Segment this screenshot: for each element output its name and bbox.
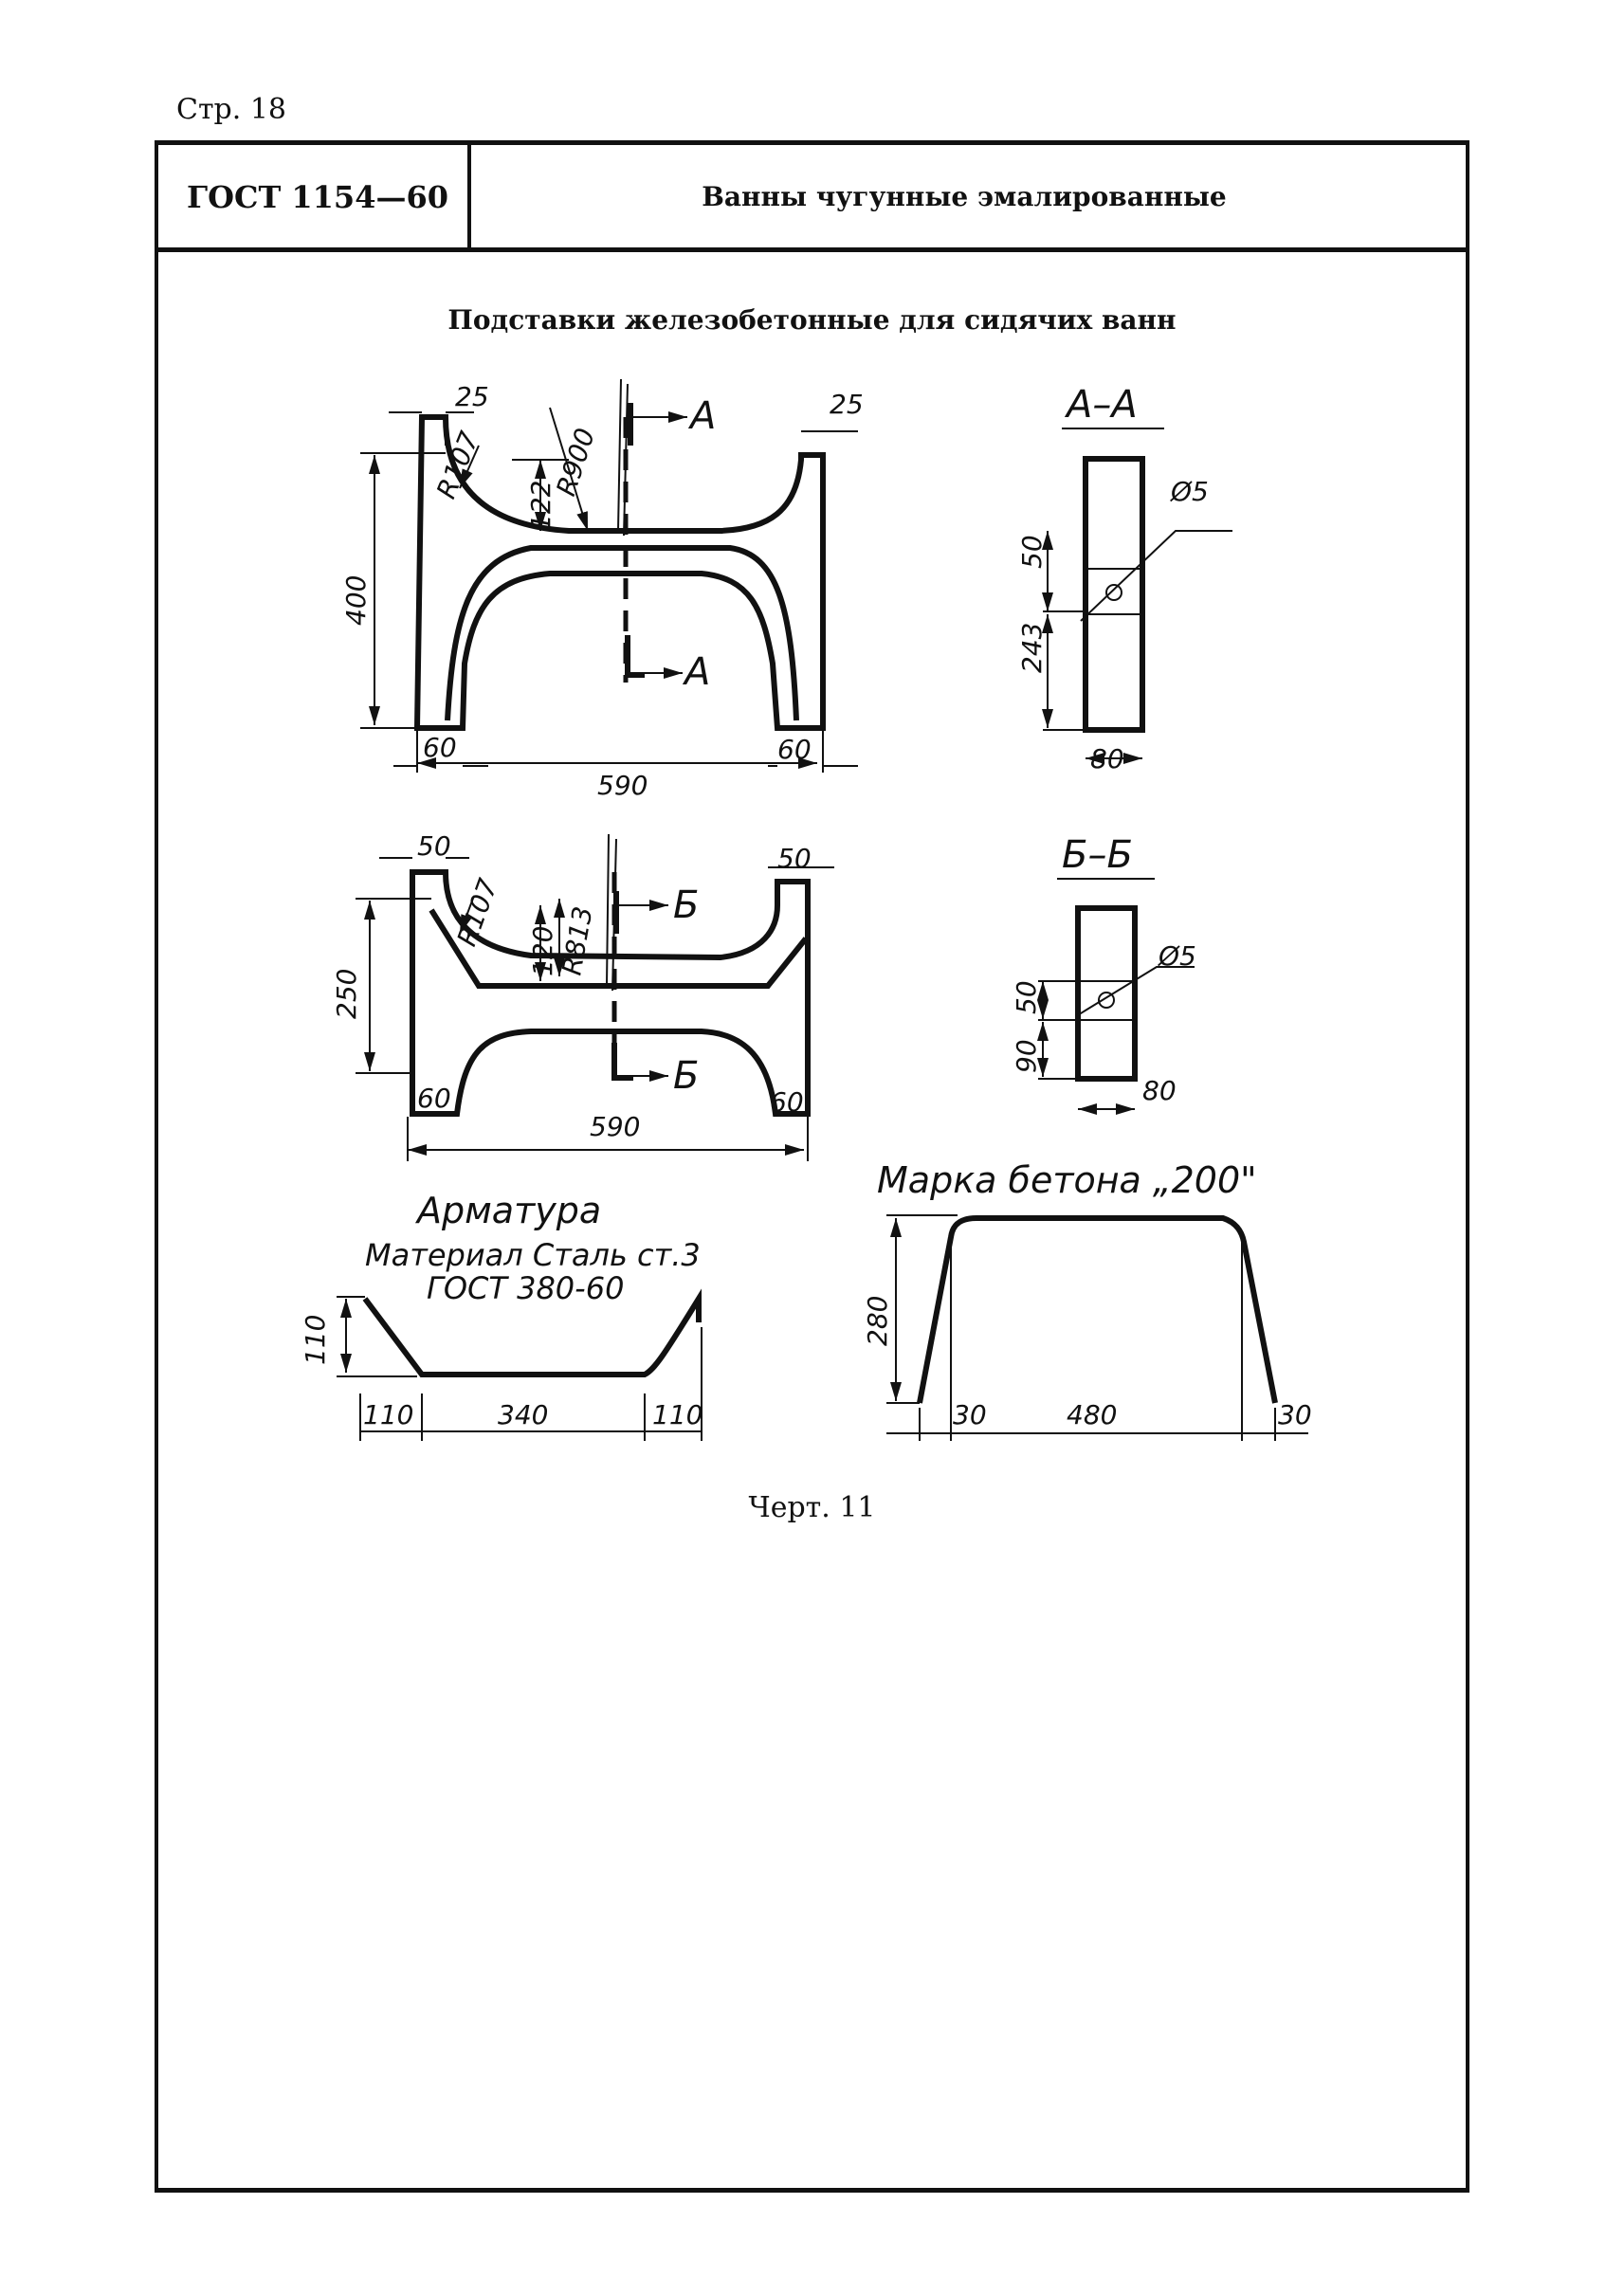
support-drawing-a: 25 R107 R900 A 25 122 400 A 60 60 590 (340, 378, 864, 801)
dim-label: 50 (1011, 980, 1042, 1014)
dim-label: 90 (1011, 1039, 1042, 1073)
concrete-title: Марка бетона „200" (877, 1159, 1257, 1201)
reinforcement-standard: ГОСТ 380-60 (427, 1270, 624, 1306)
dim-label: 110 (363, 1399, 413, 1430)
dim-label: Ø5 (1170, 476, 1209, 507)
section-marker: Б (673, 883, 699, 927)
support-drawing-b: 50 R107 Б 50 120 R813 250 Б 60 60 590 (331, 830, 834, 1161)
support-a-outline (413, 414, 826, 731)
dim-label: R107 (430, 427, 485, 502)
section-marker: A (687, 394, 716, 438)
dim-label: 400 (340, 575, 372, 626)
reinforcement-title: Арматура (414, 1190, 601, 1231)
dim-label: 80 (1142, 1075, 1177, 1106)
dim-label: 80 (1090, 743, 1124, 774)
dim-label: 590 (597, 770, 648, 801)
dim-label: 60 (777, 734, 812, 765)
header-divider (467, 145, 471, 249)
dim-label: 280 (862, 1296, 893, 1346)
section-label: А–А (1064, 383, 1138, 427)
dim-label: 30 (953, 1399, 987, 1430)
dim-label: 340 (498, 1399, 548, 1430)
dim-label: R813 (556, 904, 598, 978)
dim-label: Ø5 (1158, 940, 1196, 972)
dim-label: 30 (1278, 1399, 1312, 1430)
reinforcement-drawing: Арматура Материал Сталь ст.3 ГОСТ 380-60… (300, 1190, 703, 1441)
dim-label: 120 (527, 926, 558, 976)
dim-label: 590 (590, 1111, 640, 1142)
break-line (617, 378, 629, 537)
dim-label: 110 (652, 1399, 703, 1430)
dim-label: 110 (300, 1315, 331, 1365)
dim-label: 122 (525, 481, 557, 531)
concrete-drawing: Марка бетона „200" 280 30 480 30 (862, 1159, 1312, 1441)
dim-label: 25 (455, 381, 489, 412)
dim-label: 60 (770, 1086, 804, 1118)
dim-label: 480 (1067, 1399, 1117, 1430)
dim-label: 250 (331, 969, 362, 1019)
dim-label: 60 (423, 732, 457, 763)
dim-label: 50 (1016, 535, 1048, 569)
header: ГОСТ 1154—60 Ванны чугунные эмалированны… (158, 145, 1466, 252)
dim-label: 243 (1016, 623, 1048, 673)
support-a-arch (445, 545, 799, 721)
page-number: Стр. 18 (176, 93, 287, 126)
figure-caption: Черт. 11 (748, 1491, 876, 1524)
dim-label: 50 (417, 830, 451, 862)
dim-label: 60 (417, 1083, 451, 1114)
support-b-outline (410, 869, 811, 1117)
document-title: Ванны чугунные эмалированные (702, 181, 1227, 212)
section-a-rect (1083, 456, 1145, 733)
gost-code: ГОСТ 1154—60 (187, 179, 448, 215)
section-b-b: Б–Б Ø5 50 90 80 (1011, 833, 1196, 1115)
section-marker: A (682, 650, 710, 694)
dim-label: 25 (830, 389, 864, 420)
support-b-inner (429, 908, 809, 989)
rebar-shape (362, 1288, 702, 1377)
concrete-shape (917, 1215, 1278, 1404)
section-b-rect (1075, 905, 1138, 1082)
dim-label: R107 (451, 874, 504, 950)
reinforcement-material: Материал Сталь ст.3 (365, 1237, 701, 1273)
dim-label: 50 (777, 843, 812, 874)
section-marker: Б (673, 1054, 699, 1098)
document-frame: ГОСТ 1154—60 Ванны чугунные эмалированны… (155, 140, 1469, 2193)
section-a-a: А–А Ø5 50 243 80 (1016, 383, 1232, 774)
section-label: Б–Б (1062, 833, 1133, 877)
section-title: Подставки железобетонные для сидячих ван… (447, 304, 1177, 336)
